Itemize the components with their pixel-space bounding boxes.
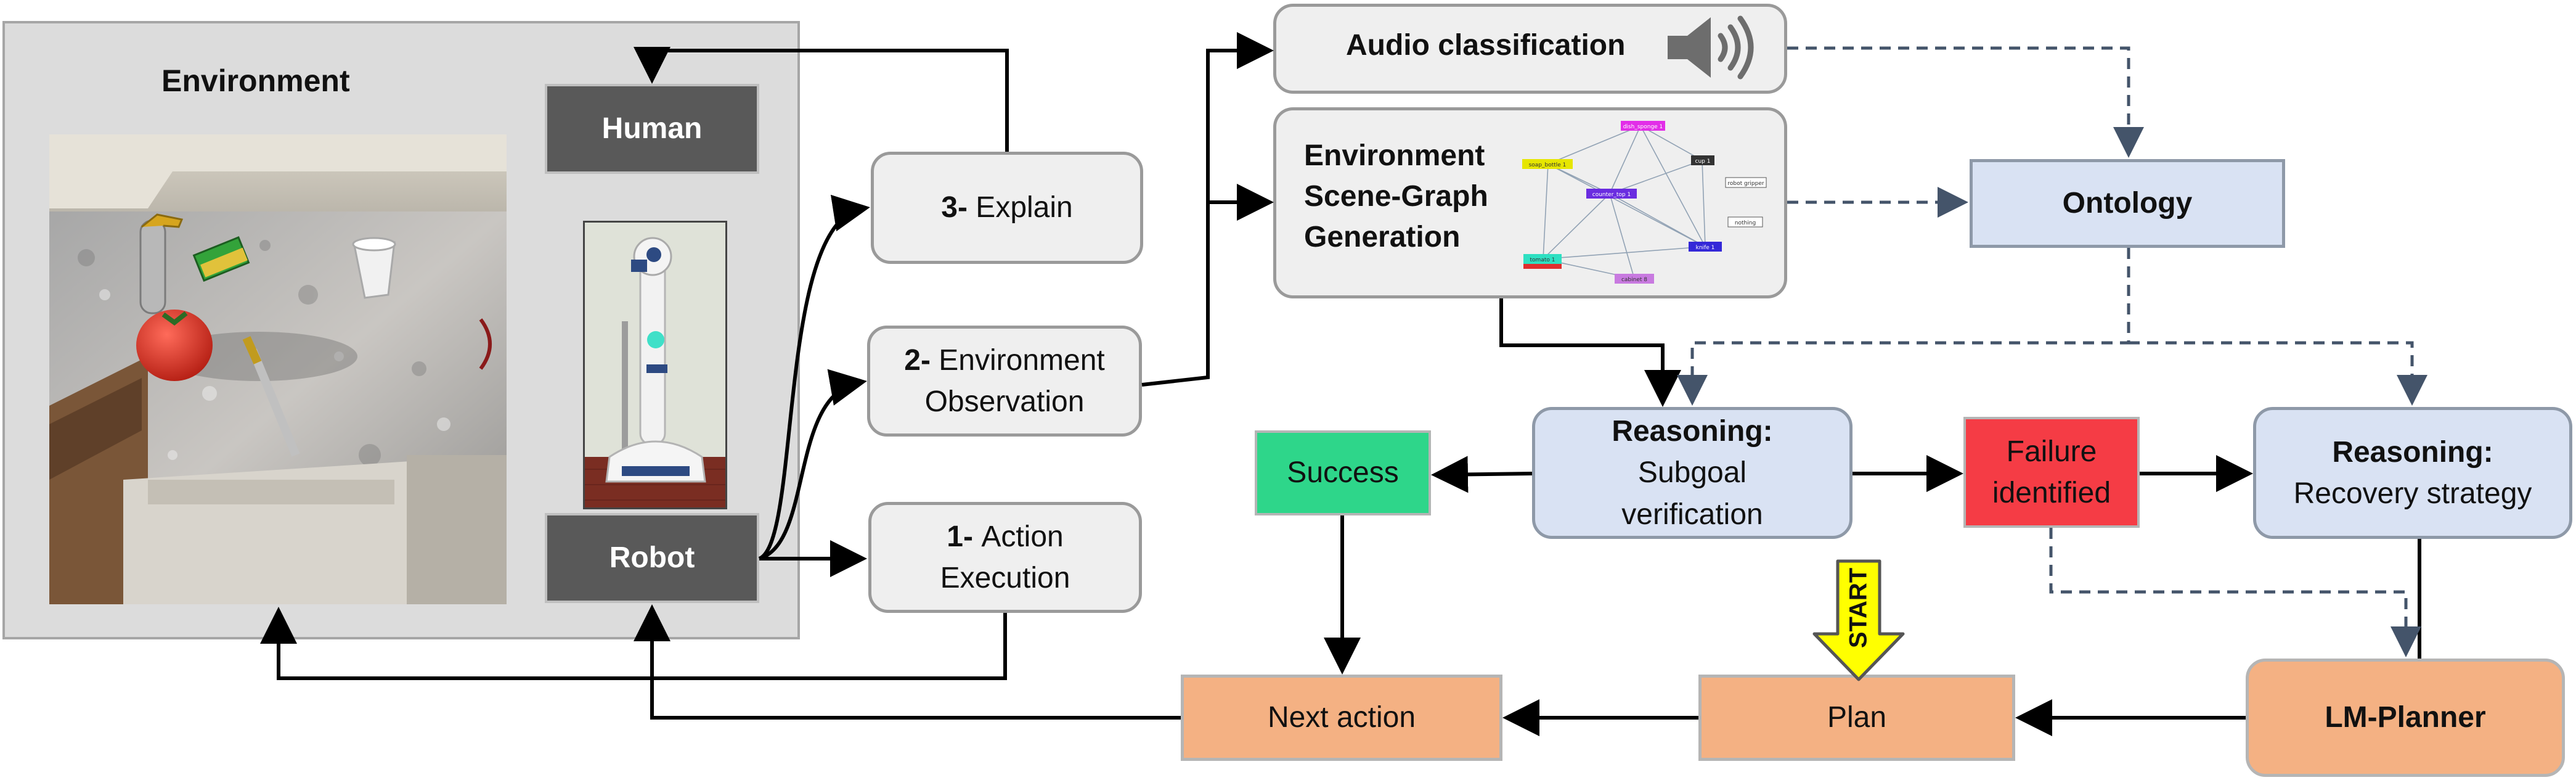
environment-title: Environment [161, 64, 350, 98]
kitchen-scene-image [49, 134, 507, 604]
failure-line1: Failure [2006, 435, 2097, 468]
lm-planner-label: LM-Planner [2325, 701, 2486, 734]
action-box: 1- Action Execution [868, 502, 1142, 613]
observation-box: 2- Environment Observation [867, 326, 1142, 437]
next-action-label: Next action [1267, 701, 1416, 734]
success-label: Success [1287, 456, 1399, 490]
human-box: Human [545, 84, 759, 174]
observation-line2: Observation [924, 385, 1085, 418]
recovery-title: Reasoning: [2332, 435, 2493, 469]
failure-identified-box: Failure identified [1963, 417, 2140, 528]
scene-node-4: counter_top 1 [1592, 192, 1631, 198]
ontology-label: Ontology [2062, 187, 2193, 220]
explain-label: Explain [976, 191, 1073, 224]
explain-box: 3- Explain [871, 152, 1143, 264]
next-action-box: Next action [1181, 675, 1502, 761]
recovery-line1: Recovery strategy [2293, 477, 2532, 510]
observation-number: 2- [904, 343, 931, 377]
subgoal-line2: verification [1621, 498, 1763, 531]
ontology-box: Ontology [1970, 159, 2285, 248]
scene-graph-line1: Environment [1304, 139, 1485, 172]
scene-graph-line2: Scene-Graph [1304, 180, 1488, 213]
robot-label: Robot [609, 541, 695, 575]
scene-node-1: soap_bottle 1 [1529, 162, 1567, 168]
human-label: Human [601, 112, 703, 146]
scene-node-3: robot gripper [1727, 181, 1764, 187]
scene-node-5: nothing [1735, 220, 1756, 226]
scene-graph-thumbnail: dish_sponge 1 soap_bottle 1 cup 1 robot … [1517, 117, 1776, 290]
robot-box: Robot [545, 513, 759, 603]
plan-box: Plan [1698, 675, 2015, 761]
speaker-icon [1665, 14, 1758, 81]
scene-graph-title: Environment Scene-Graph Generation [1304, 136, 1488, 258]
recovery-strategy-box: Reasoning: Recovery strategy [2253, 407, 2572, 539]
scene-node-6: knife 1 [1696, 245, 1715, 251]
plan-label: Plan [1827, 701, 1887, 734]
scene-node-0: dish_sponge 1 [1623, 124, 1663, 130]
subgoal-line1: Subgoal [1637, 456, 1747, 490]
action-line1: Action [981, 520, 1064, 553]
subgoal-title: Reasoning: [1612, 415, 1773, 448]
success-box: Success [1255, 430, 1431, 515]
action-number: 1- [947, 520, 973, 553]
failure-line2: identified [1992, 477, 2111, 509]
robot-image [583, 221, 727, 509]
explain-number: 3- [941, 191, 968, 224]
audio-classification-label: Audio classification [1346, 29, 1626, 62]
observation-line1: Environment [939, 343, 1105, 377]
scene-node-8: cabinet 8 [1621, 277, 1647, 283]
subgoal-verification-box: Reasoning: Subgoal verification [1532, 407, 1853, 539]
scene-graph-line3: Generation [1304, 221, 1461, 254]
scene-node-2: cup 1 [1695, 158, 1711, 165]
start-arrow [1811, 559, 1907, 682]
lm-planner-box: LM-Planner [2246, 659, 2565, 777]
scene-node-7: tomato 1 [1530, 257, 1555, 263]
action-line2: Execution [940, 562, 1070, 594]
